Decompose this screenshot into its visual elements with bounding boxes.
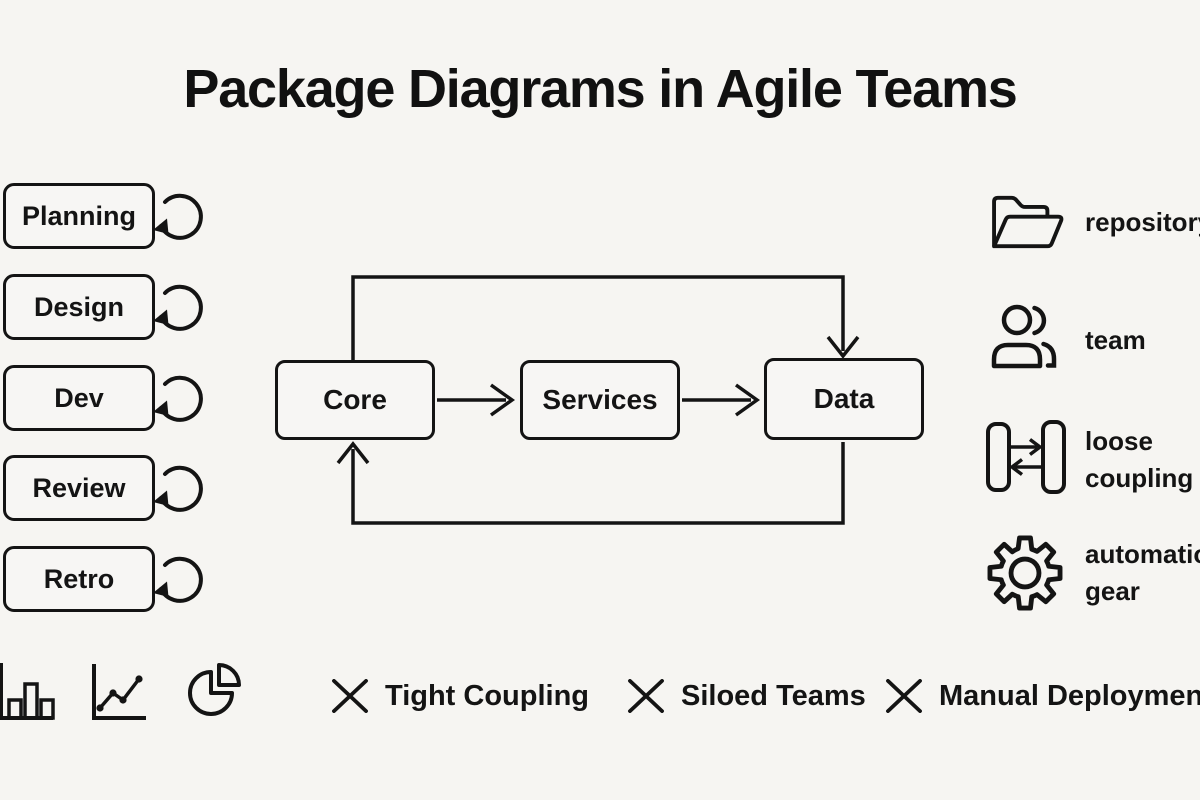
antipattern-tight-coupling: Tight Coupling (330, 676, 589, 716)
legend-line: coupling (1085, 463, 1194, 493)
stage-label-design: Design (33, 291, 125, 322)
team-icon (991, 304, 1057, 369)
flow-node-label-services: Services (542, 384, 658, 415)
flow-node-services: Services (520, 360, 680, 440)
pie-chart-icon (188, 663, 241, 716)
stage-box-review: Review (3, 455, 155, 521)
stage-label-retro: Retro (43, 563, 115, 594)
stage-box-design: Design (3, 274, 155, 340)
legend-line: gear (1085, 576, 1140, 606)
line-chart-icon (92, 664, 146, 720)
arrowhead-right-icon (489, 383, 516, 417)
flow-node-data: Data (764, 358, 924, 440)
legend-line: team (1085, 325, 1146, 355)
legend-label-automation-gear: automation gear (1085, 536, 1200, 610)
antipattern-siloed-teams: Siloed Teams (626, 676, 866, 716)
arrowhead-right-icon (734, 383, 761, 417)
flow-node-label-core: Core (323, 384, 387, 415)
arrowhead-up-icon (336, 441, 370, 465)
legend-line: repository (1085, 207, 1200, 237)
stage-label-review: Review (32, 472, 126, 503)
iteration-loop-icon (151, 372, 205, 426)
stage-label-planning: Planning (22, 200, 136, 231)
loose-coupling-icon (986, 420, 1066, 494)
antipattern-label: Siloed Teams (681, 679, 866, 712)
flow-node-label-data: Data (813, 383, 875, 414)
antipattern-label: Tight Coupling (385, 679, 590, 712)
stage-box-dev: Dev (3, 365, 155, 431)
iteration-loop-icon (151, 553, 205, 607)
flow-node-core: Core (275, 360, 435, 440)
antipattern-manual-deployment: Manual Deployment (884, 676, 1200, 716)
x-mark-icon (884, 679, 924, 713)
automation-gear-icon (987, 535, 1063, 611)
page-title: Package Diagrams in Agile Teams (183, 59, 1017, 119)
iteration-loop-icon (151, 462, 205, 516)
iteration-loop-icon (151, 190, 205, 244)
legend-label-team: team (1085, 322, 1200, 359)
legend-label-repository: repository (1085, 204, 1200, 241)
legend-line: loose (1085, 426, 1153, 456)
stage-box-retro: Retro (3, 546, 155, 612)
arrowhead-down-icon (826, 335, 860, 359)
iteration-loop-icon (151, 281, 205, 335)
open-folder-icon (992, 195, 1064, 249)
arrow-core-top-to-data (351, 275, 845, 360)
bar-chart-icon (0, 663, 55, 720)
stage-label-dev: Dev (54, 382, 104, 413)
legend-label-loose-coupling: loose coupling (1085, 423, 1200, 497)
x-mark-icon (330, 679, 370, 713)
x-mark-icon (626, 679, 666, 713)
stage-box-planning: Planning (3, 183, 155, 249)
arrow-data-bottom-to-core (351, 442, 845, 525)
antipattern-label: Manual Deployment (939, 679, 1200, 712)
legend-line: automation (1085, 539, 1200, 569)
